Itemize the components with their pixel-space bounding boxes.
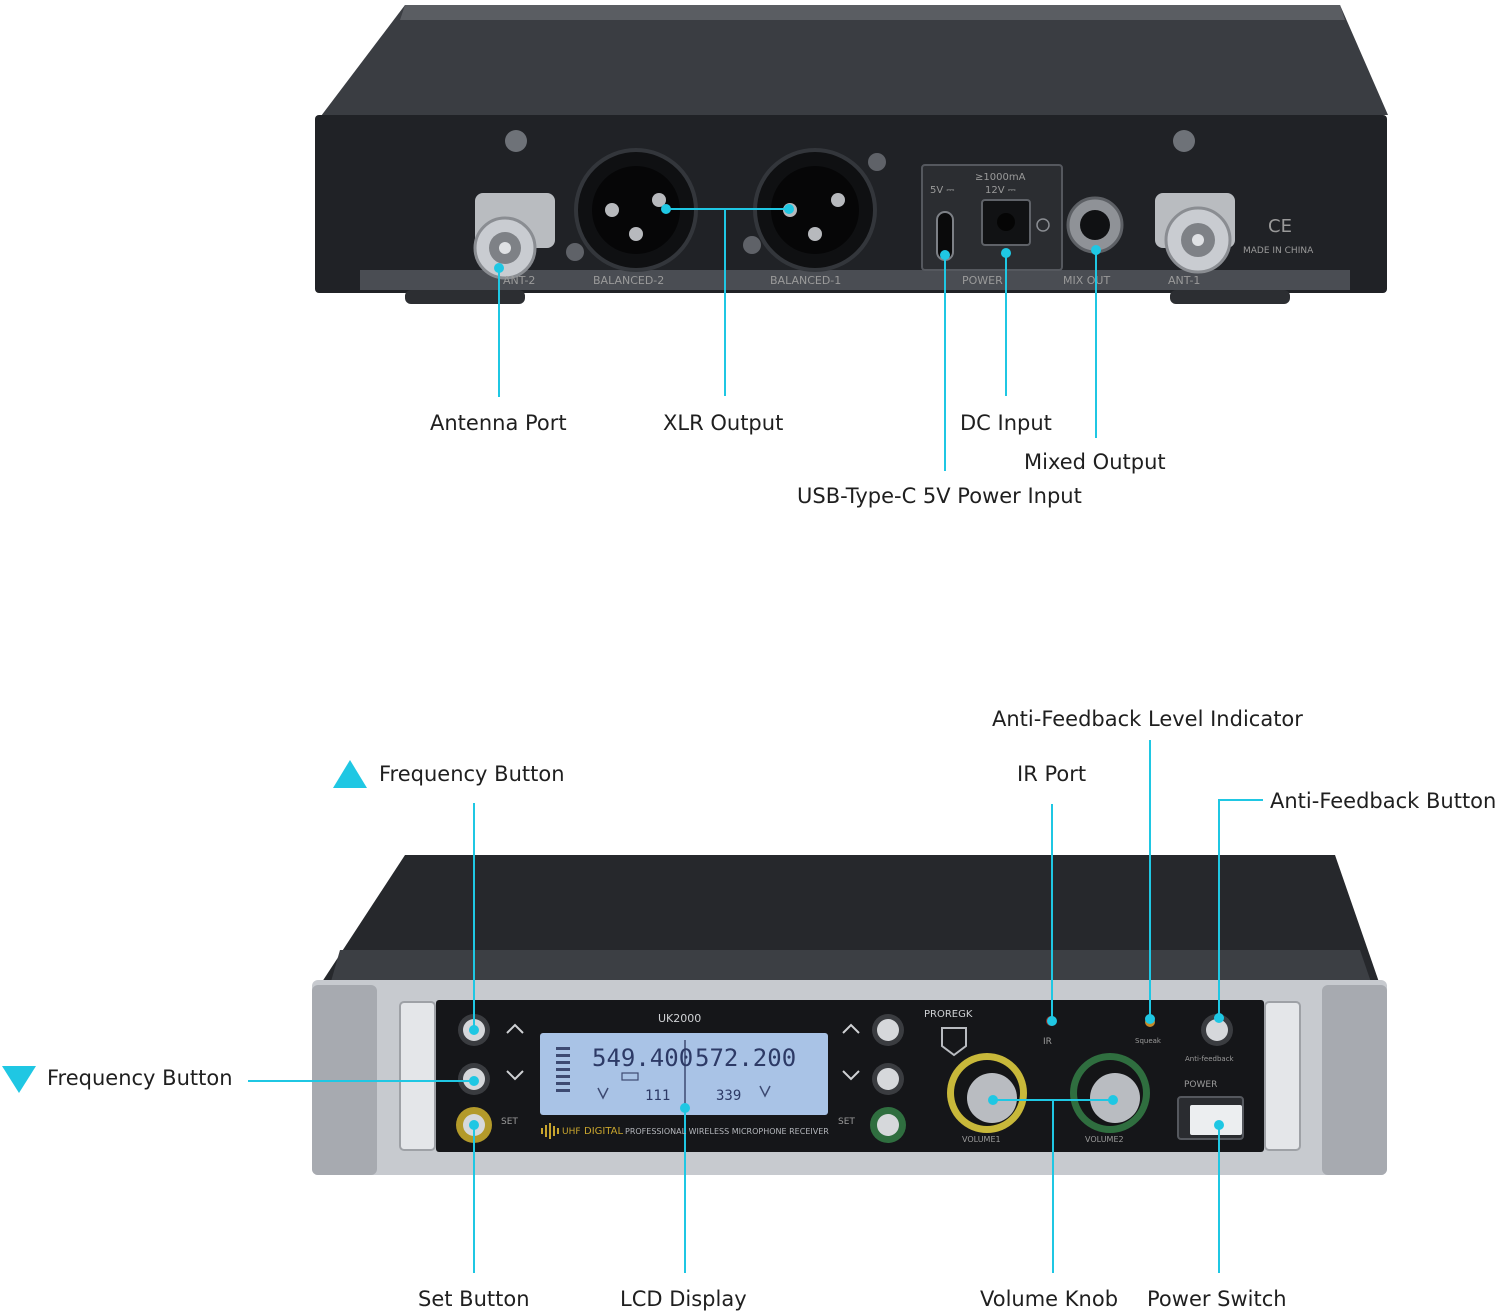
bnc-connector-left — [473, 193, 555, 280]
rear-foot-left — [405, 290, 525, 304]
bnc-connector-right — [1155, 193, 1235, 274]
callout-xlr-output: XLR Output — [663, 411, 784, 435]
label-power: POWER — [962, 274, 1003, 287]
rear-foot-right — [1170, 290, 1290, 304]
screw-icon — [566, 243, 584, 261]
polarity-icon — [1036, 218, 1050, 232]
ce-mark: CE — [1268, 216, 1292, 237]
callout-ir-port: IR Port — [1017, 762, 1087, 786]
screw-icon — [868, 153, 886, 171]
callout-mixed-output: Mixed Output — [1024, 450, 1166, 474]
rear-top-shade — [400, 5, 1345, 20]
label-made-in-china: MADE IN CHINA — [1243, 246, 1314, 256]
label-ant-1: ANT-1 — [1168, 274, 1200, 287]
label-12v: 12V ⎓ — [985, 185, 1016, 196]
callout-lcd-display: LCD Display — [620, 1287, 747, 1311]
dc-jack-pin — [997, 213, 1015, 231]
callout-set-button: Set Button — [418, 1287, 530, 1311]
callout-antenna-port: Antenna Port — [430, 411, 567, 435]
label-5v: 5V ⎓ — [930, 185, 954, 196]
rear-callout-lines — [494, 204, 1101, 471]
screw-icon — [1173, 130, 1195, 152]
callout-frequency-up-button: Frequency Button — [379, 762, 565, 786]
callout-anti-feedback-button: Anti-Feedback Button — [1270, 789, 1497, 813]
label-balanced-1: BALANCED-1 — [770, 274, 841, 287]
label-balanced-2: BALANCED-2 — [593, 274, 664, 287]
callout-usb-c-input: USB-Type-C 5V Power Input — [797, 484, 1082, 508]
label-mix-out: MIX OUT — [1063, 274, 1110, 287]
label-ant-2: ANT-2 — [503, 274, 535, 287]
label-1000ma: ≥1000mA — [975, 172, 1026, 183]
rear-bottom-strip — [360, 270, 1350, 290]
mix-out-jack — [1066, 196, 1124, 254]
callout-anti-feedback-level: Anti-Feedback Level Indicator — [992, 707, 1303, 731]
rear-top-case — [318, 5, 1388, 120]
xlr-connector-balanced-1 — [753, 148, 877, 272]
screw-icon — [505, 130, 527, 152]
callout-dc-input: DC Input — [960, 411, 1052, 435]
callout-frequency-down-button: Frequency Button — [47, 1066, 233, 1090]
callout-power-switch: Power Switch — [1147, 1287, 1287, 1311]
screw-icon — [743, 236, 761, 254]
xlr-connector-balanced-2 — [574, 148, 698, 272]
callout-volume-knob: Volume Knob — [980, 1287, 1119, 1311]
